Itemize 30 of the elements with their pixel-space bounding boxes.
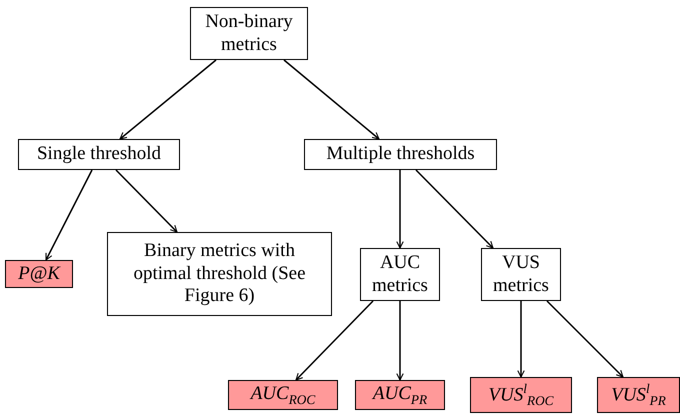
- arrow: [284, 59, 380, 140]
- category-box: [304, 139, 497, 170]
- category-box: [360, 248, 440, 301]
- node-label: AUC$_{ROC}$: [250, 382, 316, 408]
- node-label: P@K: [18, 262, 60, 286]
- arrow: [115, 169, 178, 233]
- metric-box: [355, 380, 445, 410]
- metric-box: [470, 377, 572, 413]
- category-box: [481, 248, 561, 301]
- category-box: [107, 232, 332, 316]
- metric-box: [228, 380, 338, 410]
- arrow: [119, 59, 216, 140]
- arrow: [396, 170, 404, 249]
- node-label: Non-binary metrics: [204, 10, 294, 56]
- arrow: [295, 300, 374, 381]
- metric-box: [5, 260, 73, 288]
- metric-box: [597, 377, 680, 413]
- node-label: Single threshold: [36, 143, 162, 166]
- node-label: AUC$_{PR}$: [372, 382, 428, 408]
- arrow: [517, 301, 525, 378]
- arrow: [546, 300, 624, 378]
- arrow: [396, 301, 404, 381]
- category-box: [18, 139, 180, 170]
- node-label: Binary metrics with optimal threshold (See Figure 6): [132, 240, 307, 308]
- arrow: [45, 170, 93, 261]
- node-label: AUC metrics: [371, 252, 429, 298]
- node-label: VUS metrics: [492, 252, 550, 298]
- node-label: Multiple thresholds: [326, 143, 475, 166]
- category-box: [190, 7, 308, 60]
- arrow: [415, 169, 494, 249]
